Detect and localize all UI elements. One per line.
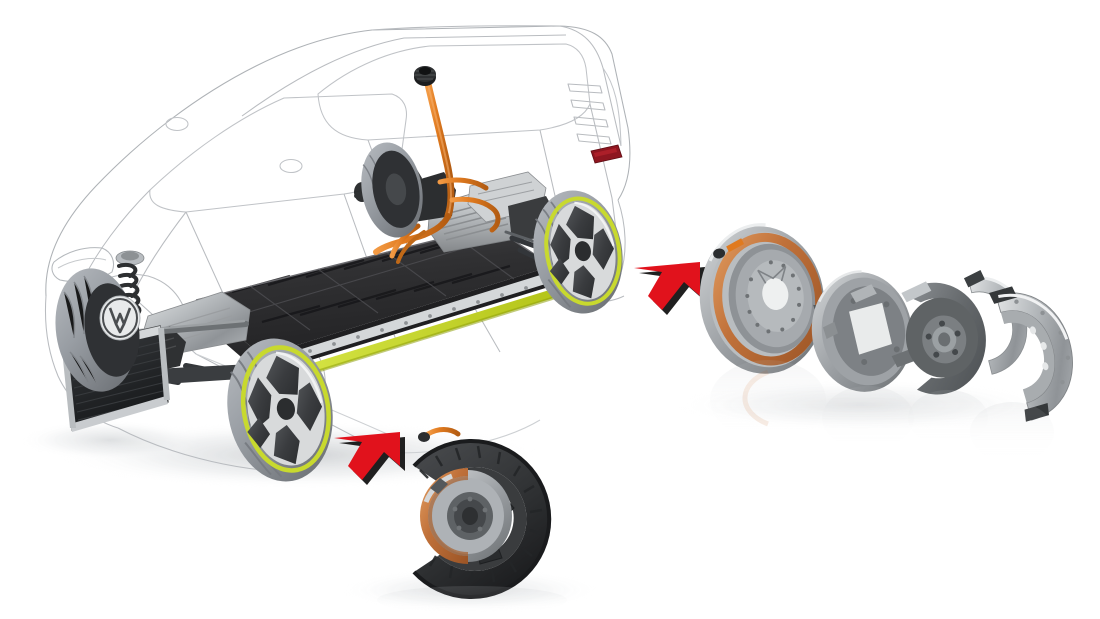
arrow-to-front-wheel [334,432,405,485]
wheel-rear-left [361,142,423,238]
battery-sill-accent [264,288,560,388]
wheel-front-left [55,268,141,392]
wheel-front-right [227,338,333,482]
taillight [590,144,623,164]
exploded-parts-reflection [710,360,1054,462]
charge-port-connector [414,66,436,86]
vw-logo-icon [102,298,138,338]
wheel-rear-right [533,190,623,314]
brake-drum-part [699,223,837,374]
rear-pillar-vents [567,83,612,145]
wheel-hub-part [901,281,986,395]
cutaway-wheel-view [377,427,567,614]
exploded-drum-brake-view [699,223,1073,462]
arrow-to-rear-wheel [634,262,705,315]
brake-backing-plate-part [811,270,915,392]
